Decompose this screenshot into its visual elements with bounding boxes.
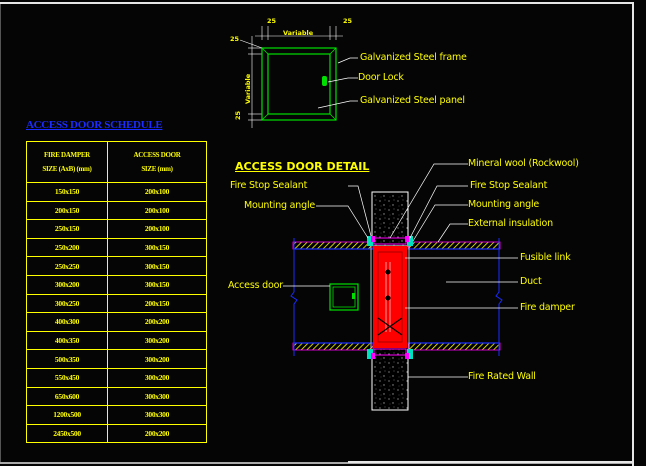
door-elevation bbox=[239, 26, 358, 128]
cell-access-door-size: 200x150 bbox=[107, 293, 207, 314]
cell-fire-damper-size: 2450x500 bbox=[26, 423, 108, 444]
dim-top-right: 25 bbox=[343, 17, 353, 25]
title-block-edge bbox=[348, 461, 632, 463]
cell-access-door-size: 300x150 bbox=[107, 274, 207, 295]
cell-fire-damper-size: 250x150 bbox=[26, 219, 108, 239]
label-mineral-wool: Mineral wool (Rockwool) bbox=[468, 158, 579, 169]
cell-access-door-size: 300x150 bbox=[107, 237, 207, 258]
dim-top-left: 25 bbox=[267, 17, 277, 25]
cell-fire-damper-size: 300x250 bbox=[26, 293, 108, 314]
cell-access-door-size: 300x200 bbox=[107, 349, 207, 369]
label-mounting-angle-right: Mounting angle bbox=[468, 199, 540, 210]
header-access-door-size: ACCESS DOOR SIZE (mm) bbox=[107, 141, 207, 183]
header-fire-damper-size: FIRE DAMPER SIZE (AxB) (mm) bbox=[26, 141, 108, 183]
fire-rated-wall-top bbox=[371, 191, 409, 247]
cell-fire-damper-size: 250x250 bbox=[26, 256, 108, 276]
dim-top-variable: Variable bbox=[283, 29, 314, 37]
label-fire-stop-sealant-left: Fire Stop Sealant bbox=[230, 180, 308, 191]
cell-access-door-size: 300x300 bbox=[107, 405, 207, 425]
door-frame-outer bbox=[261, 47, 337, 121]
door-panel bbox=[267, 53, 331, 115]
cell-fire-damper-size: 400x350 bbox=[26, 330, 108, 351]
label-fire-damper: Fire damper bbox=[520, 302, 575, 313]
label-external-insulation: External insulation bbox=[468, 218, 553, 229]
detail-title: ACCESS DOOR DETAIL bbox=[235, 160, 370, 173]
cell-access-door-size: 300x200 bbox=[107, 330, 207, 351]
cell-access-door-size: 300x150 bbox=[107, 256, 207, 276]
label-mounting-angle-left: Mounting angle bbox=[244, 200, 316, 211]
label-galvanized-frame: Galvanized Steel frame bbox=[360, 52, 467, 63]
schedule-title: ACCESS DOOR SCHEDULE bbox=[26, 119, 163, 131]
cell-access-door-size: 200x200 bbox=[107, 423, 207, 444]
label-door-lock: Door Lock bbox=[358, 72, 404, 83]
cell-fire-damper-size: 650x600 bbox=[26, 386, 108, 407]
cell-access-door-size: 300x200 bbox=[107, 367, 207, 388]
cell-fire-damper-size: 400x300 bbox=[26, 312, 108, 332]
access-door-in-duct bbox=[329, 283, 359, 311]
cell-access-door-size: 200x200 bbox=[107, 312, 207, 332]
cell-access-door-size: 300x300 bbox=[107, 386, 207, 407]
cell-access-door-size: 200x100 bbox=[107, 200, 207, 221]
schedule-header-row: FIRE DAMPER SIZE (AxB) (mm) ACCESS DOOR … bbox=[26, 141, 207, 183]
dim-left-bottom: 25 bbox=[234, 110, 242, 120]
cell-fire-damper-size: 1200x500 bbox=[26, 405, 108, 425]
cell-fire-damper-size: 300x200 bbox=[26, 274, 108, 295]
cell-fire-damper-size: 550x450 bbox=[26, 367, 108, 388]
door-lock-icon bbox=[322, 76, 327, 86]
label-fire-rated-wall: Fire Rated Wall bbox=[468, 371, 536, 382]
cell-fire-damper-size: 250x200 bbox=[26, 237, 108, 258]
label-galvanized-panel: Galvanized Steel panel bbox=[360, 95, 465, 106]
fire-rated-wall-bottom bbox=[371, 354, 409, 411]
label-duct: Duct bbox=[520, 276, 542, 287]
cell-fire-damper-size: 500x350 bbox=[26, 349, 108, 369]
leader-lines bbox=[283, 163, 518, 378]
label-fire-stop-sealant-right: Fire Stop Sealant bbox=[470, 180, 548, 191]
label-fusible-link: Fusible link bbox=[520, 252, 571, 263]
dim-left-variable: Variable bbox=[244, 73, 252, 104]
drawing-border-right bbox=[632, 2, 634, 466]
drawing-border-bottom bbox=[0, 462, 632, 464]
cell-fire-damper-size: 200x150 bbox=[26, 200, 108, 221]
dim-left-top: 25 bbox=[230, 35, 240, 43]
drawing-border-top bbox=[0, 2, 632, 4]
access-door-schedule-table: FIRE DAMPER SIZE (AxB) (mm) ACCESS DOOR … bbox=[26, 141, 207, 444]
cell-access-door-size: 200x100 bbox=[107, 219, 207, 239]
label-access-door: Access door bbox=[228, 280, 283, 291]
cell-fire-damper-size: 150x150 bbox=[26, 182, 108, 202]
drawing-border-left bbox=[0, 4, 1, 462]
duct-detail bbox=[283, 163, 518, 411]
cell-access-door-size: 200x100 bbox=[107, 182, 207, 202]
